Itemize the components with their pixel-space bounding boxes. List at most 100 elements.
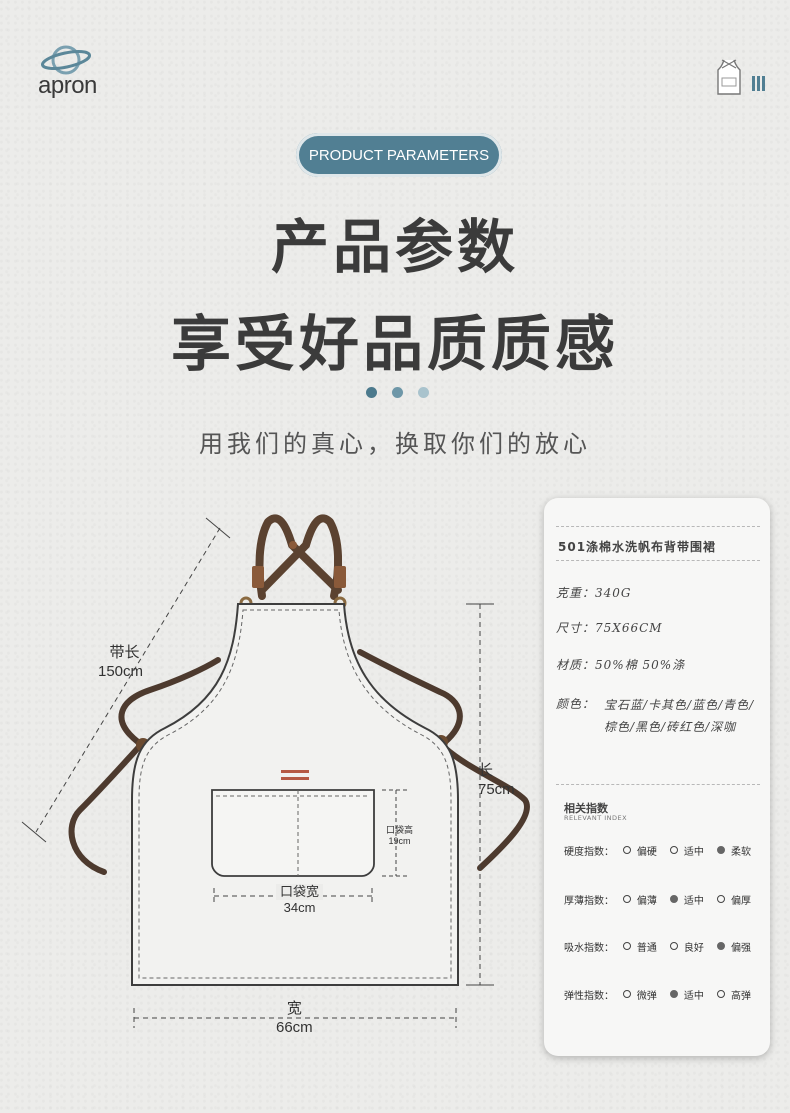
dot-1 [366, 387, 377, 398]
radio-icon [622, 990, 631, 998]
apron-diagram [21, 514, 530, 1028]
strap-leather-tabs [252, 566, 346, 588]
radio-selected-icon [716, 846, 725, 854]
strap-length-label: 带长 150cm [98, 644, 143, 682]
index-option: 柔软 [716, 843, 764, 858]
product-parameters-badge: PRODUCT PARAMETERS [296, 133, 502, 177]
radio-icon [669, 942, 678, 950]
planet-logo-icon [40, 45, 92, 75]
logo-text: apron [38, 72, 97, 99]
radio-selected-icon [669, 895, 678, 903]
spec-size: 尺寸：75X66CM [556, 619, 663, 636]
radio-icon [622, 942, 631, 950]
index-name: 弹性指数： [564, 990, 614, 1002]
radio-icon [716, 990, 725, 998]
radio-selected-icon [669, 990, 678, 998]
weight-label: 克重： [556, 586, 596, 600]
material-label: 材质： [556, 658, 596, 672]
size-label: 尺寸： [556, 621, 596, 635]
product-name: 501涤棉水洗帆布背带围裙 [558, 540, 717, 554]
index-option-label: 偏薄 [636, 895, 657, 907]
index-option-label: 偏强 [730, 942, 751, 954]
index-name: 硬度指数： [564, 846, 614, 858]
index-option: 适中 [669, 987, 717, 1002]
index-option: 普通 [622, 939, 670, 954]
index-option-label: 高弹 [730, 990, 751, 1002]
index-option-label: 良好 [683, 942, 704, 954]
card-divider-top [556, 526, 760, 527]
index-option-label: 偏厚 [730, 895, 751, 907]
index-option: 适中 [669, 892, 717, 907]
length-label-text: 长 [478, 762, 494, 779]
radio-icon [622, 895, 631, 903]
width-value-text: 66cm [276, 1018, 313, 1036]
page-subtitle: 享受好品质质感 [171, 310, 619, 380]
spec-color-value: 宝石蓝/卡其色/蓝色/青色/棕色/黑色/砖红色/深咖 [604, 698, 755, 734]
spec-material: 材质：50%棉 50%涤 [556, 656, 685, 673]
index-option-label: 柔软 [730, 846, 751, 858]
index-option-label: 普通 [636, 942, 657, 954]
pocket-stitching [216, 790, 370, 876]
material-value: 50%棉 50%涤 [595, 658, 686, 672]
index-subtitle: RELEVANT INDEX [564, 814, 628, 822]
strap-value-text: 150cm [98, 662, 144, 680]
strap-label-text: 带长 [109, 644, 140, 661]
radio-icon [716, 895, 725, 903]
pocket-width-label-text: 口袋宽 [276, 884, 324, 901]
index-option-label: 偏硬 [636, 846, 657, 858]
index-row: 硬度指数： 偏硬 适中 柔软 [564, 842, 764, 858]
pocket-width-value-text: 34cm [283, 900, 316, 916]
pocket-height-value-text: 19cm [388, 836, 411, 847]
slogan: 用我们的真心，换取你们的放心 [199, 430, 591, 458]
card-divider [556, 560, 760, 561]
length-dimension-line [466, 603, 494, 986]
index-option-label: 适中 [683, 846, 704, 858]
neck-straps [255, 514, 343, 600]
index-row: 厚薄指数： 偏薄适中 偏厚 [564, 891, 764, 907]
width-label-text: 宽 [286, 1000, 302, 1017]
index-name: 厚薄指数： [564, 895, 614, 907]
product-spec-card: 501涤棉水洗帆布背带围裙 克重：340G 尺寸：75X66CM 材质：50%棉… [544, 498, 770, 1056]
dot-3 [418, 387, 429, 398]
index-option: 偏硬 [622, 843, 670, 858]
index-option: 良好 [669, 939, 717, 954]
radio-icon [622, 846, 631, 854]
waist-straps [68, 649, 530, 875]
index-option: 微弹 [622, 987, 670, 1002]
pocket [211, 789, 375, 877]
decorative-dots [366, 387, 429, 398]
pocket-height-label: 口袋高 19cm [386, 825, 413, 848]
apron-menu-icon[interactable] [708, 56, 768, 98]
width-label: 宽 66cm [276, 1000, 313, 1038]
radio-icon [669, 846, 678, 854]
index-option-label: 微弹 [636, 990, 657, 1002]
index-name: 吸水指数： [564, 942, 614, 954]
index-option-label: 适中 [683, 990, 704, 1002]
strap-rivet-center [289, 541, 297, 549]
strap-dimension-line [21, 517, 231, 843]
pocket-width-label: 口袋宽 34cm [276, 884, 324, 917]
index-option: 偏厚 [716, 892, 764, 907]
index-title: 相关指数 [564, 802, 608, 815]
pocket-height-label-text: 口袋高 [386, 825, 414, 835]
page-title: 产品参数 [270, 213, 519, 281]
width-dimension-line [133, 1008, 457, 1028]
length-label: 长 75cm [478, 762, 515, 800]
index-option: 适中 [669, 843, 717, 858]
apron-label [281, 770, 309, 780]
pocket-width-dimension-line [213, 888, 373, 904]
index-row: 吸水指数： 普通 良好 偏强 [564, 938, 764, 954]
index-row: 弹性指数： 微弹 适中 高弹 [564, 986, 764, 1002]
size-value: 75X66CM [595, 621, 663, 635]
weight-value: 340G [595, 586, 632, 600]
pocket-height-dimension-line [382, 789, 408, 877]
spec-color-label: 颜色： [556, 697, 596, 711]
length-value-text: 75cm [478, 780, 515, 798]
apron-stitching [138, 609, 452, 979]
index-option: 偏强 [716, 939, 764, 954]
index-option: 高弹 [716, 987, 764, 1002]
dot-2 [392, 387, 403, 398]
radio-selected-icon [716, 942, 725, 950]
index-option: 偏薄 [622, 892, 670, 907]
card-divider-2 [556, 784, 760, 785]
